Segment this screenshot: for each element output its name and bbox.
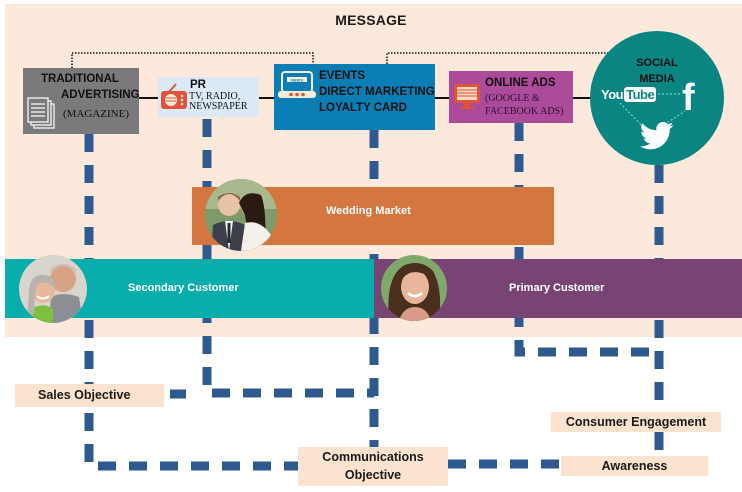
communications-line2: Objective xyxy=(344,468,402,482)
dashed-traditional-to-comm xyxy=(84,134,298,471)
twitter-icon xyxy=(639,121,674,156)
channel-online-ads: ONLINE ADS (GOOGLE & FACEBOOK ADS) xyxy=(449,71,573,123)
dotted-connector-left xyxy=(71,52,314,68)
communications-objective-label: Communications Objective xyxy=(298,447,448,486)
pr-line1: PR xyxy=(190,79,206,91)
events-line1: EVENTS xyxy=(319,70,366,82)
dashed-pr-to-sales xyxy=(202,119,374,398)
primary-customer-label: Primary Customer xyxy=(509,282,605,294)
primary-customer-photo xyxy=(381,255,447,321)
secondary-customer-label: Secondary Customer xyxy=(128,282,239,294)
pr-line2: TV, RADIO, xyxy=(189,91,241,102)
monitor-icon xyxy=(453,83,481,116)
awareness-label: Awareness xyxy=(561,456,708,476)
news-laptop-icon: NEWS xyxy=(278,71,316,104)
secondary-customer-photo xyxy=(19,255,87,323)
online-sub-text: (GOOGLE & FACEBOOK ADS) xyxy=(485,92,563,118)
radio-icon xyxy=(160,83,188,116)
diagram-title: MESSAGE xyxy=(335,12,407,28)
wedding-label: Wedding Market xyxy=(326,205,411,217)
svg-text:NEWS: NEWS xyxy=(291,77,303,82)
social-title: SOCIAL MEDIA xyxy=(590,55,724,87)
online-line1: ONLINE ADS xyxy=(485,77,556,89)
pr-line3: NEWSPAPER xyxy=(189,101,248,112)
channel-events: NEWS EVENTS DIRECT MARKETING LOYALTY CAR… xyxy=(274,64,435,130)
events-line2: DIRECT MARKETING xyxy=(319,86,435,98)
traditional-line2: ADVERTISING xyxy=(61,89,140,101)
facebook-icon: f xyxy=(682,77,695,119)
sales-objective-label: Sales Objective xyxy=(15,384,164,407)
online-line2: (GOOGLE & xyxy=(485,93,540,104)
traditional-line1: TRADITIONAL xyxy=(41,73,119,85)
pr-media-text: TV, RADIO, NEWSPAPER xyxy=(189,92,248,112)
traditional-line3: (MAGAZINE) xyxy=(63,108,129,120)
online-line3: FACEBOOK ADS) xyxy=(485,106,564,117)
channel-pr: PR TV, RADIO, NEWSPAPER xyxy=(158,77,259,117)
dotted-connector-right xyxy=(386,52,608,64)
documents-icon xyxy=(26,96,56,135)
wedding-couple-photo xyxy=(205,179,277,251)
social-line1: SOCIAL xyxy=(636,57,678,69)
events-line3: LOYALTY CARD xyxy=(319,102,407,114)
social-line2: MEDIA xyxy=(639,73,675,85)
youtube-you-text: You xyxy=(601,87,624,102)
events-text: EVENTS DIRECT MARKETING LOYALTY CARD xyxy=(319,68,435,116)
channel-traditional-advertising: TRADITIONAL ADVERTISING (MAGAZINE) xyxy=(23,68,140,135)
youtube-tube-text: Tube xyxy=(624,87,657,102)
communications-line1: Communications xyxy=(322,450,424,464)
consumer-engagement-label: Consumer Engagement xyxy=(551,412,721,432)
